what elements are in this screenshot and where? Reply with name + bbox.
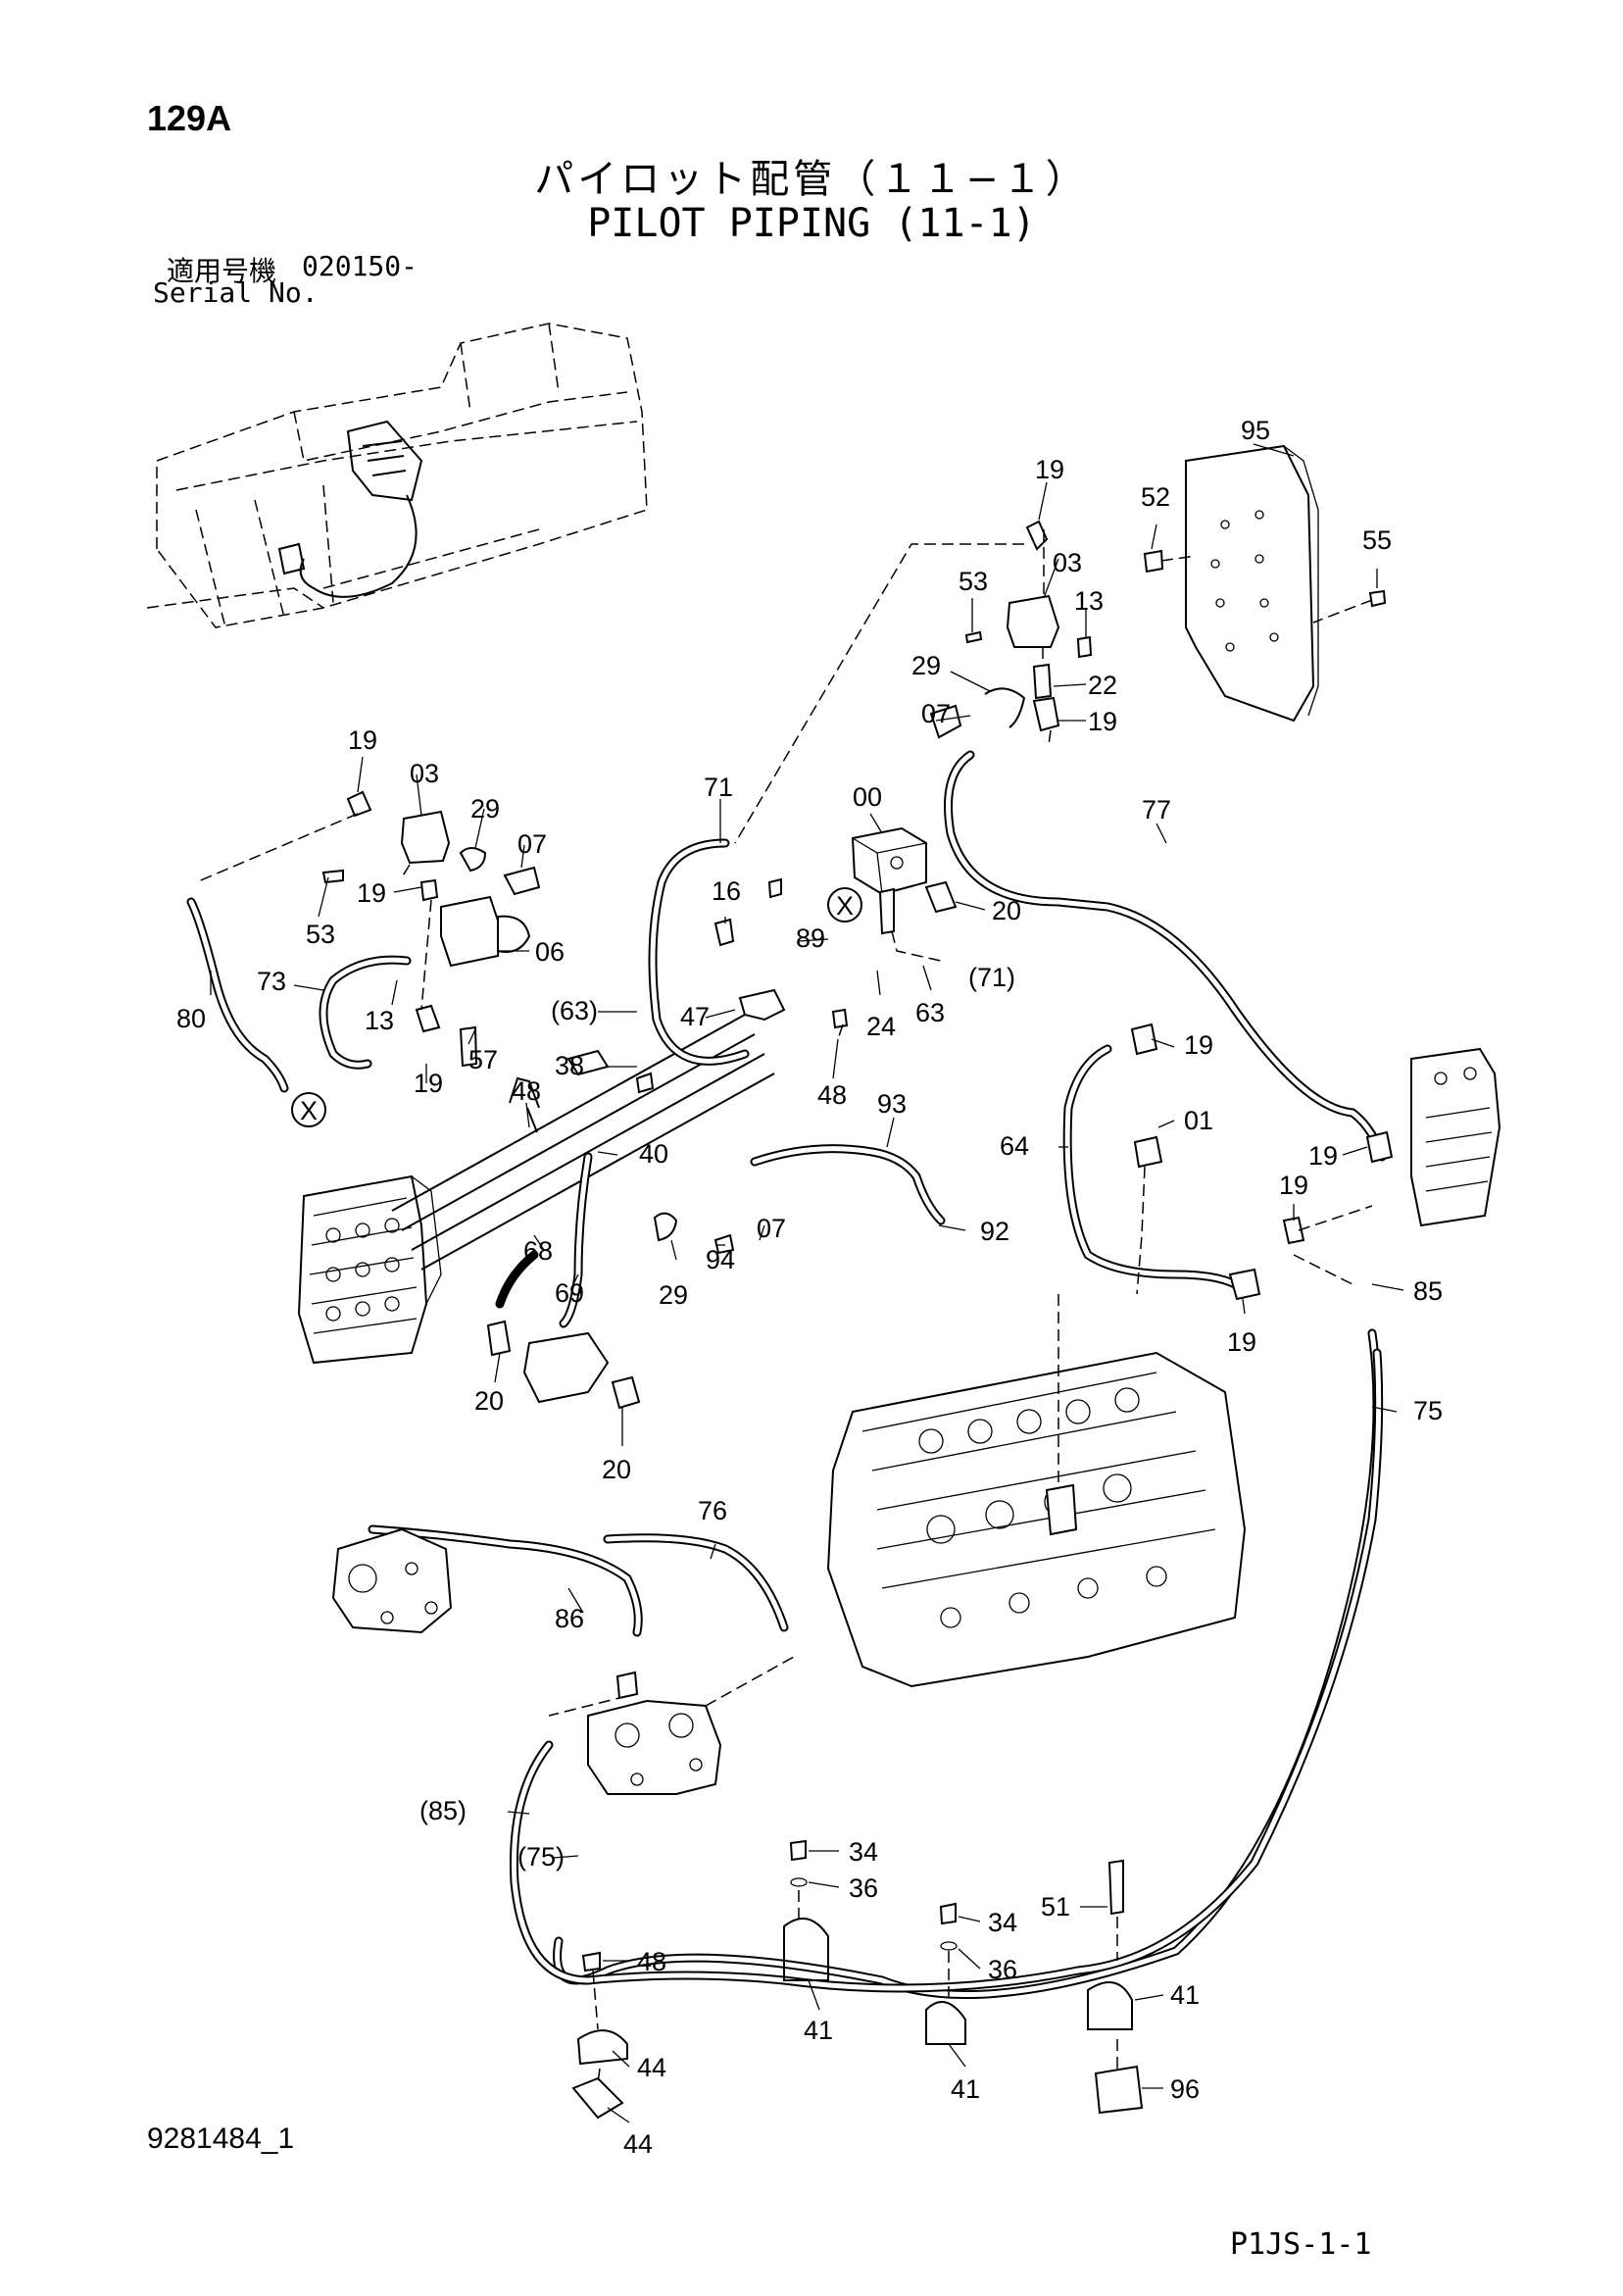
callout: 34 [988,1908,1017,1937]
callout: 29 [659,1280,688,1310]
title-english: PILOT PIPING (11-1) [587,201,1036,246]
callout: (85) [419,1796,467,1825]
callout: 07 [921,699,951,728]
hoses [186,750,1387,1999]
callout: 68 [523,1236,553,1266]
callout: 41 [1170,1980,1200,2010]
callout: 20 [992,896,1021,925]
machine-overview [146,323,648,628]
callout: 51 [1041,1892,1070,1922]
callout: 29 [470,794,500,824]
callout: 75 [1413,1396,1443,1425]
callout: 53 [959,567,988,596]
callout: 07 [517,829,547,859]
callout: 07 [757,1214,786,1243]
callout: 13 [365,1006,394,1035]
callout: 29 [911,651,941,680]
x-marker-center-label: X [836,891,854,921]
upper-valve-cluster [734,520,1093,844]
callout: 73 [257,967,286,996]
lower-clamps [571,1839,1144,2120]
callout: 24 [866,1012,896,1041]
serial-label-english: Serial No. [153,276,319,309]
connection-markers: X X [291,887,862,1127]
serial-value: 020150- [302,250,418,282]
callout: 44 [623,2129,653,2159]
callout: 06 [535,937,565,967]
callout: 13 [1074,586,1104,616]
callout: 93 [877,1089,907,1119]
callout: 03 [410,759,439,788]
callout: 47 [680,1002,710,1031]
callout: (75) [517,1842,565,1872]
callout: 38 [555,1051,584,1080]
callout: 36 [988,1955,1017,1984]
callout: 41 [951,2074,980,2104]
x-marker-left-label: X [300,1096,318,1125]
left-control-valve [297,1014,775,1410]
callout: (63) [551,996,598,1025]
callout: 52 [1141,482,1170,512]
callout: 34 [849,1837,878,1867]
callout: 96 [1170,2074,1200,2104]
callout: 64 [1000,1131,1029,1161]
callout: 19 [348,725,377,755]
sheet-code: P1JS-1-1 [1230,2227,1372,2262]
callout: 71 [704,773,733,802]
callout: 86 [555,1604,584,1633]
callout: 94 [706,1245,735,1274]
callout: 19 [357,878,386,908]
serial-label-japanese: 適用号機 [167,255,277,287]
callout: 89 [796,923,825,953]
callout: 19 [1308,1141,1338,1171]
center-valve-block [566,826,958,1076]
callout: 48 [637,1947,666,1976]
main-control-valve [826,1294,1247,1688]
page-code: 129A [147,98,232,138]
callout: (71) [968,963,1015,992]
callout-labels: 95 19 52 55 03 53 13 29 22 07 19 19 03 2… [176,416,1443,2159]
callout: 19 [1227,1327,1256,1357]
callout: 53 [306,920,335,949]
leader-lines [210,443,1404,2123]
callout: 63 [915,998,945,1027]
callout: 19 [414,1069,443,1098]
right-manifold [1130,1023,1501,1301]
callout: 19 [1035,455,1064,484]
left-valve-cluster [195,790,541,1068]
callout: 57 [468,1045,498,1074]
callout: 77 [1142,795,1171,824]
callout: 01 [1184,1106,1213,1135]
callout: 40 [639,1139,668,1169]
callout: 55 [1362,525,1392,555]
callout: 92 [980,1217,1009,1246]
callout: 36 [849,1873,878,1903]
mounting-plate [1143,444,1387,723]
callout: 69 [555,1278,584,1308]
callout: 85 [1413,1276,1443,1306]
x-marker-center [827,887,862,923]
x-marker-left [291,1092,326,1127]
lower-pilot-valves [331,1527,795,1795]
callout: 00 [853,782,882,812]
callout: 19 [1088,707,1117,736]
callout: 76 [698,1496,727,1525]
title-japanese: パイロット配管（１１−１） [534,157,1089,202]
drawing-number: 9281484_1 [147,2122,295,2155]
callout: 41 [804,2016,833,2045]
callout: 80 [176,1004,206,1033]
callout: 48 [512,1076,541,1106]
callout: 22 [1088,671,1117,700]
callout: 20 [602,1455,631,1484]
callout: 20 [474,1386,504,1416]
callout: 03 [1053,548,1082,577]
callout: 19 [1279,1171,1308,1200]
callout: 95 [1241,416,1270,445]
callout: 44 [637,2053,666,2082]
callout: 48 [817,1080,847,1110]
callout: 19 [1184,1030,1213,1060]
callout: 16 [712,876,741,906]
